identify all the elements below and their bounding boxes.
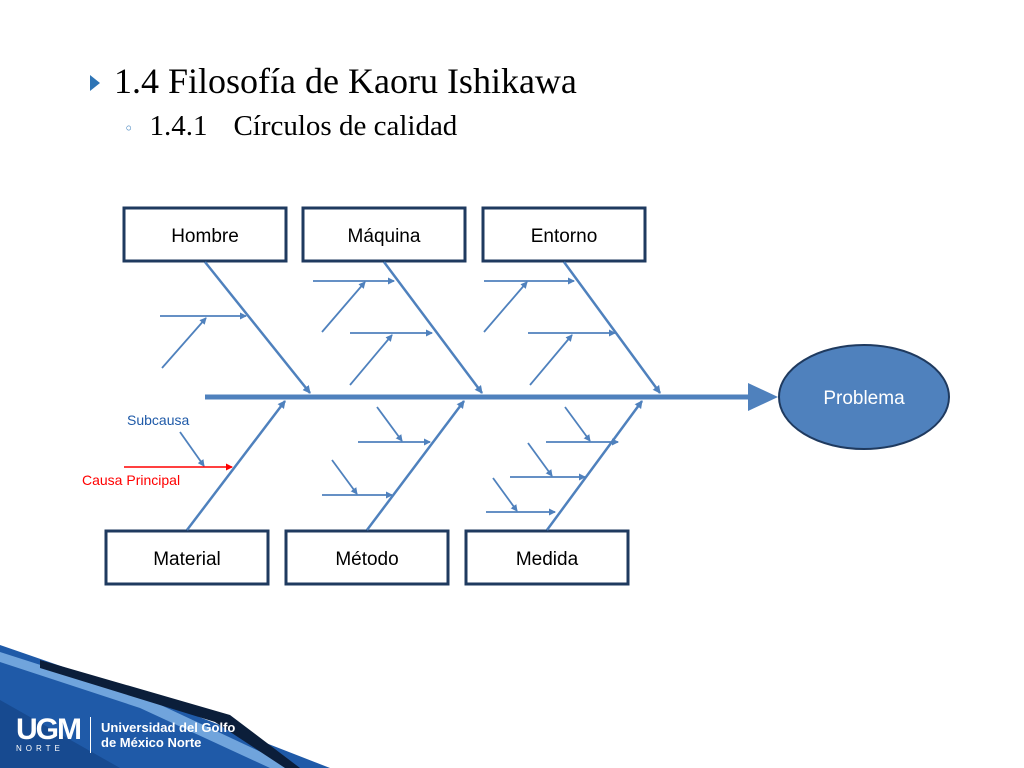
university-logo: UGM NORTE Universidad del Golfo de Méxic… — [16, 713, 235, 754]
main-bone-material — [186, 400, 286, 531]
subcause-arrow — [492, 477, 518, 512]
subcause-arrow — [349, 334, 393, 386]
category-box-hombre: Hombre — [122, 206, 288, 263]
main-bone-entorno — [562, 261, 662, 394]
category-box-material: Material — [104, 529, 270, 586]
category-label-medida: Medida — [516, 549, 579, 570]
effect-ellipse — [778, 344, 950, 450]
subcause-arrow — [321, 281, 366, 333]
main-bone-maquina — [382, 261, 484, 394]
footer-band — [0, 645, 330, 768]
subcause-arrow — [161, 317, 207, 369]
subcause-arrow — [179, 431, 205, 467]
category-box-metodo: Método — [284, 529, 450, 586]
legend-main-cause-label: Causa Principal — [82, 472, 180, 488]
main-bone-metodo — [366, 400, 465, 531]
category-label-material: Material — [153, 549, 221, 570]
subcause-arrow — [527, 442, 553, 477]
subtitle-bullet-row: ◦ 1.4.1 Círculos de calidad — [124, 110, 457, 143]
subcause-arrow — [483, 281, 528, 333]
category-box-entorno: Entorno — [481, 206, 647, 263]
main-bone-medida — [545, 400, 644, 531]
subcause-arrow — [331, 459, 358, 495]
legend-subcause-label: Subcausa — [127, 412, 189, 428]
subtitle-text: Círculos de calidad — [233, 110, 458, 142]
category-label-entorno: Entorno — [531, 226, 598, 247]
main-bone-hombre — [204, 261, 311, 394]
logo-separator — [90, 716, 91, 753]
category-label-maquina: Máquina — [348, 226, 421, 247]
category-label-hombre: Hombre — [171, 226, 239, 247]
subcause-arrow — [529, 334, 573, 386]
triangle-bullet-icon — [90, 75, 100, 91]
university-name-line2: de México Norte — [101, 734, 202, 750]
spine-arrowhead — [748, 383, 778, 411]
ring-bullet-icon: ◦ — [124, 119, 134, 138]
subcause-arrow — [564, 406, 591, 442]
logo-mark-block: UGM NORTE — [16, 713, 82, 754]
logo-norte: NORTE — [16, 744, 64, 753]
category-box-medida: Medida — [464, 529, 630, 586]
university-name-line1: Universidad del Golfo — [101, 719, 236, 735]
effect-label: Problema — [823, 388, 905, 409]
university-name: Universidad del Golfo de México Norte — [101, 720, 235, 750]
title-bullet-row: 1.4 Filosofía de Kaoru Ishikawa — [90, 60, 577, 102]
slide-title: 1.4 Filosofía de Kaoru Ishikawa — [114, 61, 577, 101]
logo-mark: UGM — [16, 713, 82, 746]
category-label-metodo: Método — [335, 549, 398, 570]
subtitle-number: 1.4.1 — [149, 110, 208, 142]
category-box-maquina: Máquina — [301, 206, 467, 263]
subcause-arrow — [376, 406, 403, 442]
